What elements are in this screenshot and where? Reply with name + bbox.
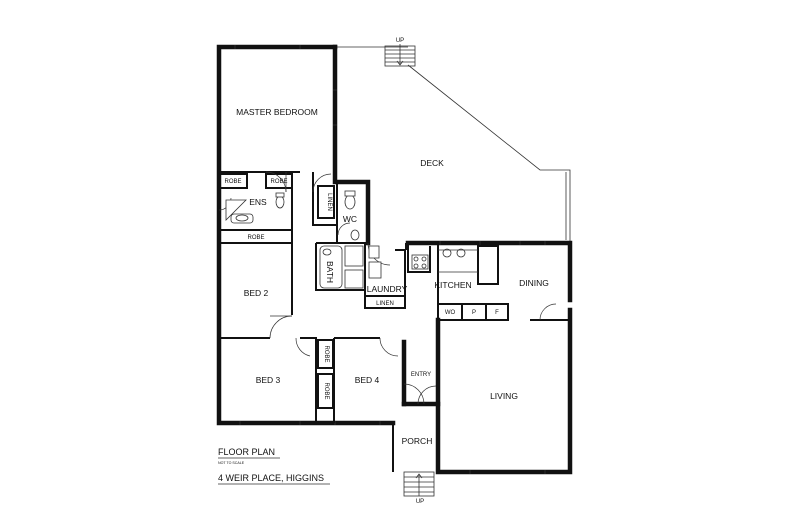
label-robe-2: ROBE <box>270 179 287 185</box>
fixtures <box>225 190 478 289</box>
label-entry: ENTRY <box>411 372 431 378</box>
label-stairs-up-bottom: UP <box>416 499 424 505</box>
legend: FLOOR PLAN NOT TO SCALE 4 WEIR PLACE, HI… <box>218 447 330 485</box>
interior-walls <box>218 171 570 472</box>
label-master-bedroom: MASTER BEDROOM <box>236 107 318 117</box>
label-laundry: LAUNDRY <box>367 284 408 294</box>
label-living: LIVING <box>490 391 518 401</box>
label-wc: WC <box>343 214 357 224</box>
label-bath: BATH <box>325 261 335 283</box>
bottom-stairs <box>403 471 435 497</box>
label-robe-bed3-4-bottom: ROBE <box>323 382 329 399</box>
label-kitchen: KITCHEN <box>434 280 471 290</box>
label-robe-bed3-4-top: ROBE <box>323 345 329 362</box>
top-stairs <box>384 44 416 67</box>
legend-title: FLOOR PLAN <box>218 447 275 457</box>
label-fridge: F <box>495 310 499 316</box>
label-ens: ENS <box>249 197 267 207</box>
label-linen-laundry: LINEN <box>376 301 394 307</box>
label-robe-1: ROBE <box>224 179 241 185</box>
label-deck: DECK <box>420 158 444 168</box>
label-linen-vertical: LINEN <box>326 193 332 211</box>
deck-outline <box>335 46 571 242</box>
label-robe-3: ROBE <box>247 235 264 241</box>
label-bed-3: BED 3 <box>256 375 281 385</box>
legend-address: 4 WEIR PLACE, HIGGINS <box>218 473 324 483</box>
label-pantry: P <box>472 310 476 316</box>
label-stairs-up-top: UP <box>396 38 404 44</box>
label-wo: WO <box>445 310 456 316</box>
legend-scale-note: NOT TO SCALE <box>218 461 245 465</box>
label-dining: DINING <box>519 278 549 288</box>
label-bed-4: BED 4 <box>355 375 380 385</box>
label-bed-2: BED 2 <box>244 288 269 298</box>
label-porch: PORCH <box>402 436 433 446</box>
